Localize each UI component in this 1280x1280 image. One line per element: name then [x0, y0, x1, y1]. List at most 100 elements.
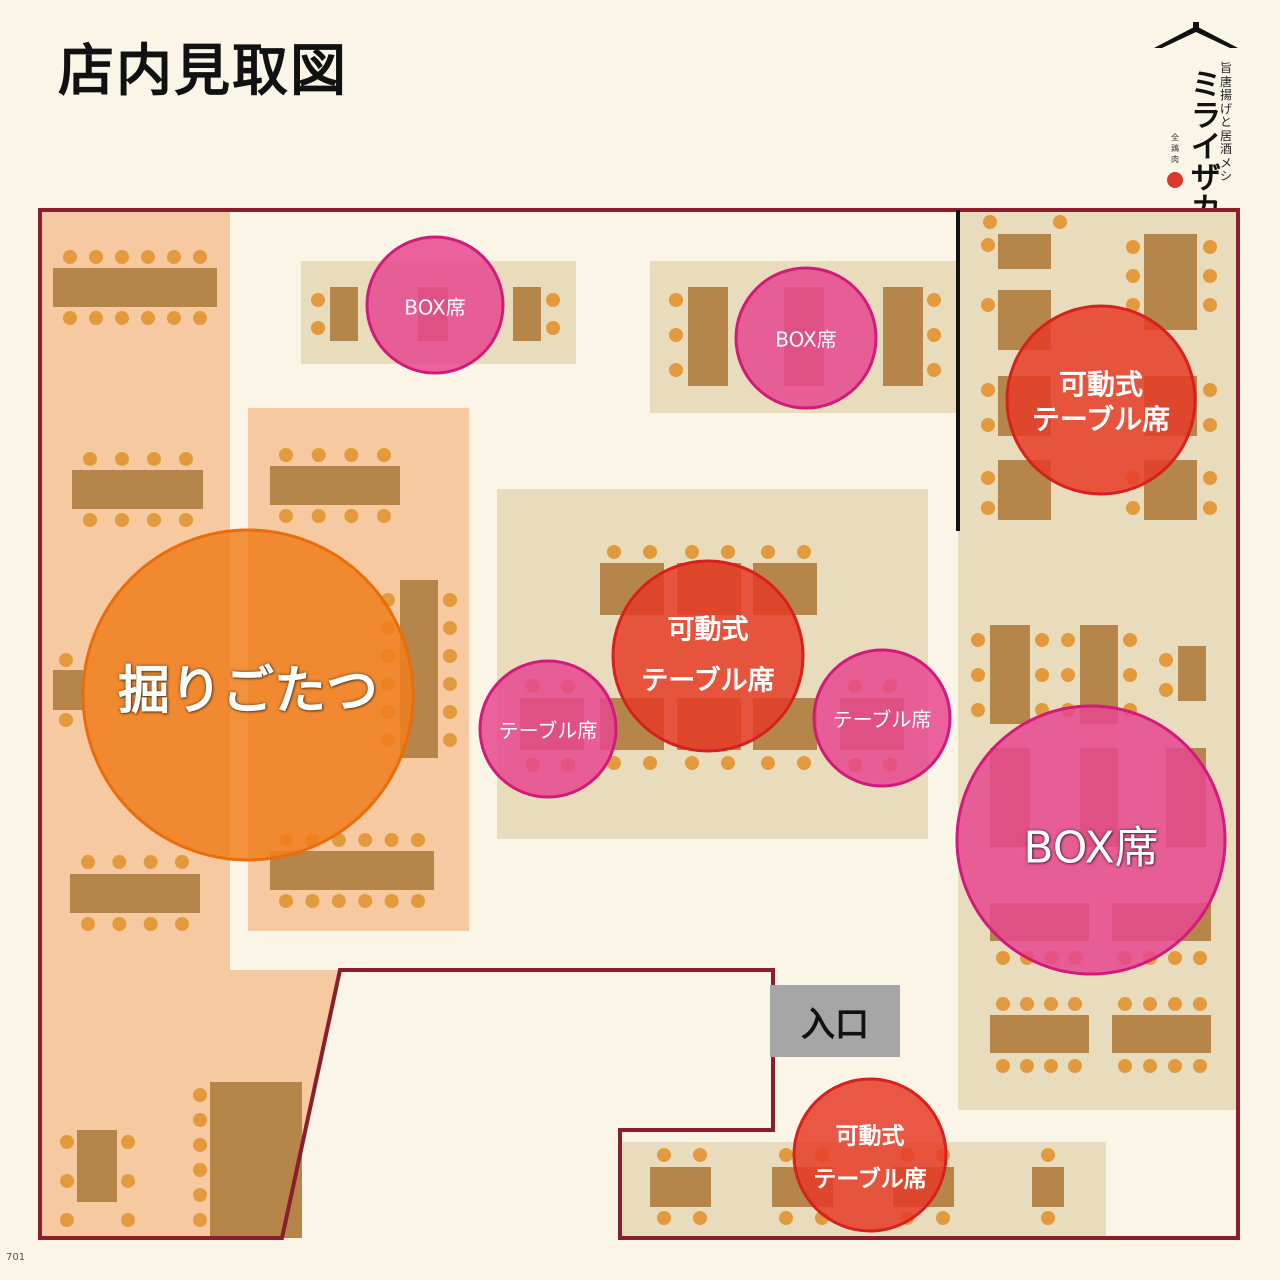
roof-logo-icon [1154, 22, 1238, 48]
box-top-center-circle [734, 266, 878, 410]
seat [797, 756, 811, 770]
seat [643, 545, 657, 559]
seat [115, 311, 129, 325]
seat [311, 321, 325, 335]
seat [657, 1211, 671, 1225]
seat [89, 250, 103, 264]
seat [1123, 668, 1137, 682]
seat [358, 894, 373, 908]
box-top-left-circle [365, 235, 505, 375]
seat [443, 649, 457, 663]
seat [193, 1213, 207, 1227]
seat [443, 733, 457, 747]
seat [311, 448, 326, 462]
horigotatsu-label: 掘りごたつ [117, 661, 379, 722]
seat [279, 894, 293, 908]
seat [971, 668, 985, 682]
box-top-center-label: BOX席 [775, 327, 837, 352]
seat [179, 513, 193, 527]
seat [643, 756, 657, 770]
movable-center-circle [611, 559, 805, 753]
restaurant-logo: ミライザカ 旨唐揚げと居酒メシ 全 鶏 肉 [1150, 22, 1250, 225]
seat [193, 311, 207, 325]
table [270, 466, 400, 505]
seat [669, 293, 683, 307]
seat [981, 298, 995, 312]
box-right-large-circle [955, 704, 1227, 976]
seat [761, 545, 775, 559]
table [270, 851, 434, 890]
seat [779, 1148, 793, 1162]
seat [311, 293, 325, 307]
seat [693, 1211, 707, 1225]
movable-bottom-line1: 可動式 [835, 1123, 905, 1150]
seat [797, 545, 811, 559]
table [883, 287, 923, 386]
movable-center-line1: 可動式 [667, 614, 749, 646]
seat [1203, 298, 1217, 312]
seat [443, 677, 457, 691]
seat [141, 311, 155, 325]
seat [1159, 683, 1173, 697]
seat [1193, 997, 1207, 1011]
seat [147, 513, 161, 527]
table [1032, 1167, 1064, 1207]
seat [143, 917, 158, 931]
seat [411, 833, 425, 847]
seat [141, 250, 155, 264]
seat [779, 1211, 793, 1225]
seat [971, 703, 985, 717]
seat [384, 833, 399, 847]
seat [996, 997, 1010, 1011]
table [53, 670, 83, 710]
seat [1020, 997, 1034, 1011]
movable-center-label: 可動式 テーブル席 [641, 605, 774, 708]
seat [121, 1174, 135, 1188]
seat [607, 545, 621, 559]
seat [1203, 501, 1217, 515]
logo-subtitle: 旨唐揚げと居酒メシ [1220, 61, 1233, 183]
seat [193, 1163, 207, 1177]
svg-text:全: 全 [1171, 132, 1179, 142]
seat [60, 1135, 74, 1149]
outer-wall [38, 208, 1240, 1240]
movable-right-top-line2: テーブル席 [1031, 403, 1171, 436]
seat [1053, 215, 1067, 229]
seat [1035, 633, 1049, 647]
seat [669, 328, 683, 342]
seat [411, 894, 425, 908]
logo-seal-icon: 全 鶏 肉 [1167, 132, 1183, 188]
table-center-left-label: テーブル席 [498, 718, 598, 743]
table-center-right-circle [812, 648, 952, 788]
seat [721, 756, 735, 770]
table [1112, 1015, 1211, 1053]
seat [1020, 1059, 1034, 1073]
seat [443, 593, 457, 607]
seat [1193, 1059, 1207, 1073]
seat [1068, 997, 1082, 1011]
seat [60, 1174, 74, 1188]
table [77, 1130, 117, 1202]
seat [344, 509, 359, 523]
seat [279, 448, 293, 462]
seat [59, 653, 73, 667]
box-top-left-label: BOX席 [404, 295, 466, 320]
table [330, 287, 358, 341]
table [990, 625, 1030, 724]
seat [384, 894, 399, 908]
seat [607, 756, 621, 770]
seat [377, 448, 391, 462]
seat [83, 452, 97, 466]
seat [305, 894, 320, 908]
seat [358, 833, 373, 847]
seat [59, 713, 73, 727]
seat [927, 293, 941, 307]
seat [721, 545, 735, 559]
walls-layer [38, 208, 1240, 1240]
seat [1126, 240, 1140, 254]
seat [1061, 633, 1075, 647]
seat [1044, 997, 1058, 1011]
seat [546, 293, 560, 307]
